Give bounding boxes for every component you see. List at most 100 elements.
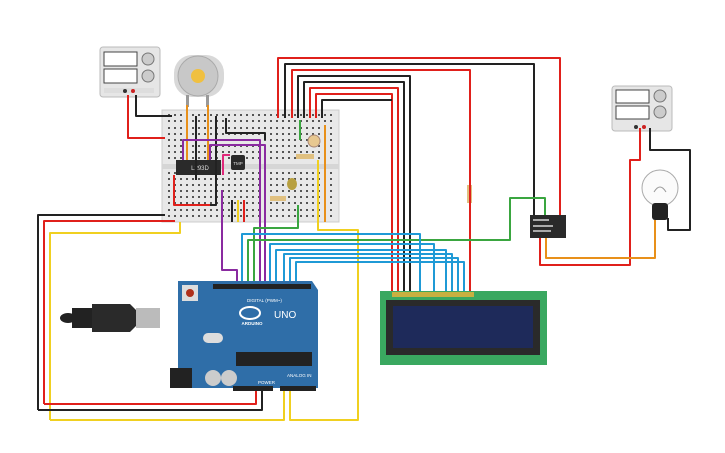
breadboard-hole[interactable] xyxy=(174,120,176,122)
breadboard-hole[interactable] xyxy=(246,172,248,174)
breadboard-hole[interactable] xyxy=(306,133,308,135)
breadboard-hole[interactable] xyxy=(318,151,320,153)
breadboard-hole[interactable] xyxy=(270,202,272,204)
breadboard-hole[interactable] xyxy=(276,184,278,186)
breadboard-hole[interactable] xyxy=(210,133,212,135)
lcd-16x2[interactable] xyxy=(380,291,547,365)
breadboard-hole[interactable] xyxy=(204,190,206,192)
breadboard-hole[interactable] xyxy=(312,202,314,204)
breadboard-hole[interactable] xyxy=(174,157,176,159)
breadboard-hole[interactable] xyxy=(306,172,308,174)
breadboard-hole[interactable] xyxy=(306,114,308,116)
breadboard-hole[interactable] xyxy=(300,145,302,147)
breadboard-hole[interactable] xyxy=(318,127,320,129)
breadboard-hole[interactable] xyxy=(210,184,212,186)
breadboard-hole[interactable] xyxy=(204,178,206,180)
breadboard-hole[interactable] xyxy=(270,139,272,141)
breadboard-hole[interactable] xyxy=(192,127,194,129)
breadboard-hole[interactable] xyxy=(198,178,200,180)
breadboard-hole[interactable] xyxy=(228,151,230,153)
breadboard-hole[interactable] xyxy=(192,184,194,186)
breadboard-hole[interactable] xyxy=(330,215,332,217)
breadboard-hole[interactable] xyxy=(312,190,314,192)
breadboard-hole[interactable] xyxy=(204,184,206,186)
breadboard-hole[interactable] xyxy=(288,114,290,116)
breadboard-hole[interactable] xyxy=(240,215,242,217)
breadboard-hole[interactable] xyxy=(216,114,218,116)
breadboard-hole[interactable] xyxy=(240,151,242,153)
digital-header[interactable] xyxy=(213,284,311,289)
breadboard-hole[interactable] xyxy=(240,190,242,192)
breadboard-hole[interactable] xyxy=(270,114,272,116)
breadboard-hole[interactable] xyxy=(186,215,188,217)
breadboard-hole[interactable] xyxy=(288,133,290,135)
breadboard-hole[interactable] xyxy=(198,196,200,198)
breadboard-hole[interactable] xyxy=(294,133,296,135)
breadboard-hole[interactable] xyxy=(258,120,260,122)
breadboard-hole[interactable] xyxy=(246,120,248,122)
breadboard-hole[interactable] xyxy=(168,172,170,174)
breadboard-hole[interactable] xyxy=(294,202,296,204)
breadboard-hole[interactable] xyxy=(282,202,284,204)
l293d-chip[interactable]: L293D xyxy=(176,160,221,175)
breadboard-hole[interactable] xyxy=(174,151,176,153)
breadboard-hole[interactable] xyxy=(264,120,266,122)
breadboard-hole[interactable] xyxy=(276,190,278,192)
breadboard-hole[interactable] xyxy=(288,157,290,159)
breadboard-hole[interactable] xyxy=(312,172,314,174)
breadboard-hole[interactable] xyxy=(282,178,284,180)
breadboard-hole[interactable] xyxy=(312,120,314,122)
breadboard-hole[interactable] xyxy=(192,202,194,204)
breadboard-hole[interactable] xyxy=(288,139,290,141)
breadboard-hole[interactable] xyxy=(210,196,212,198)
breadboard-hole[interactable] xyxy=(204,145,206,147)
breadboard-hole[interactable] xyxy=(198,184,200,186)
breadboard-hole[interactable] xyxy=(204,127,206,129)
breadboard-hole[interactable] xyxy=(312,178,314,180)
breadboard-hole[interactable] xyxy=(312,114,314,116)
breadboard-hole[interactable] xyxy=(168,133,170,135)
breadboard-hole[interactable] xyxy=(306,215,308,217)
breadboard-hole[interactable] xyxy=(294,157,296,159)
breadboard-hole[interactable] xyxy=(228,178,230,180)
breadboard-hole[interactable] xyxy=(288,172,290,174)
breadboard-hole[interactable] xyxy=(246,157,248,159)
breadboard-hole[interactable] xyxy=(234,196,236,198)
breadboard-hole[interactable] xyxy=(240,120,242,122)
resistor[interactable] xyxy=(296,154,314,159)
breadboard-hole[interactable] xyxy=(228,157,230,159)
breadboard-hole[interactable] xyxy=(180,184,182,186)
breadboard-hole[interactable] xyxy=(180,178,182,180)
breadboard-hole[interactable] xyxy=(180,215,182,217)
breadboard-hole[interactable] xyxy=(228,215,230,217)
breadboard-hole[interactable] xyxy=(234,127,236,129)
breadboard-hole[interactable] xyxy=(330,151,332,153)
arduino-uno[interactable]: DIGITAL (PWM~) ARDUINO UNO POWER ANALOG … xyxy=(170,281,318,391)
breadboard-hole[interactable] xyxy=(324,114,326,116)
breadboard-hole[interactable] xyxy=(234,172,236,174)
breadboard-hole[interactable] xyxy=(186,178,188,180)
resistor[interactable] xyxy=(270,196,286,201)
breadboard-hole[interactable] xyxy=(330,145,332,147)
breadboard-hole[interactable] xyxy=(252,178,254,180)
relay[interactable] xyxy=(530,215,566,238)
breadboard-hole[interactable] xyxy=(186,184,188,186)
breadboard-hole[interactable] xyxy=(240,209,242,211)
breadboard-hole[interactable] xyxy=(234,114,236,116)
breadboard-hole[interactable] xyxy=(276,157,278,159)
breadboard-hole[interactable] xyxy=(198,114,200,116)
breadboard-hole[interactable] xyxy=(246,151,248,153)
breadboard-hole[interactable] xyxy=(330,157,332,159)
breadboard-hole[interactable] xyxy=(186,190,188,192)
breadboard-hole[interactable] xyxy=(204,209,206,211)
breadboard-hole[interactable] xyxy=(306,209,308,211)
breadboard-hole[interactable] xyxy=(222,114,224,116)
breadboard-hole[interactable] xyxy=(312,215,314,217)
breadboard-hole[interactable] xyxy=(198,215,200,217)
breadboard-hole[interactable] xyxy=(330,172,332,174)
breadboard-hole[interactable] xyxy=(246,196,248,198)
breadboard-hole[interactable] xyxy=(330,190,332,192)
breadboard-hole[interactable] xyxy=(198,127,200,129)
breadboard-hole[interactable] xyxy=(300,172,302,174)
